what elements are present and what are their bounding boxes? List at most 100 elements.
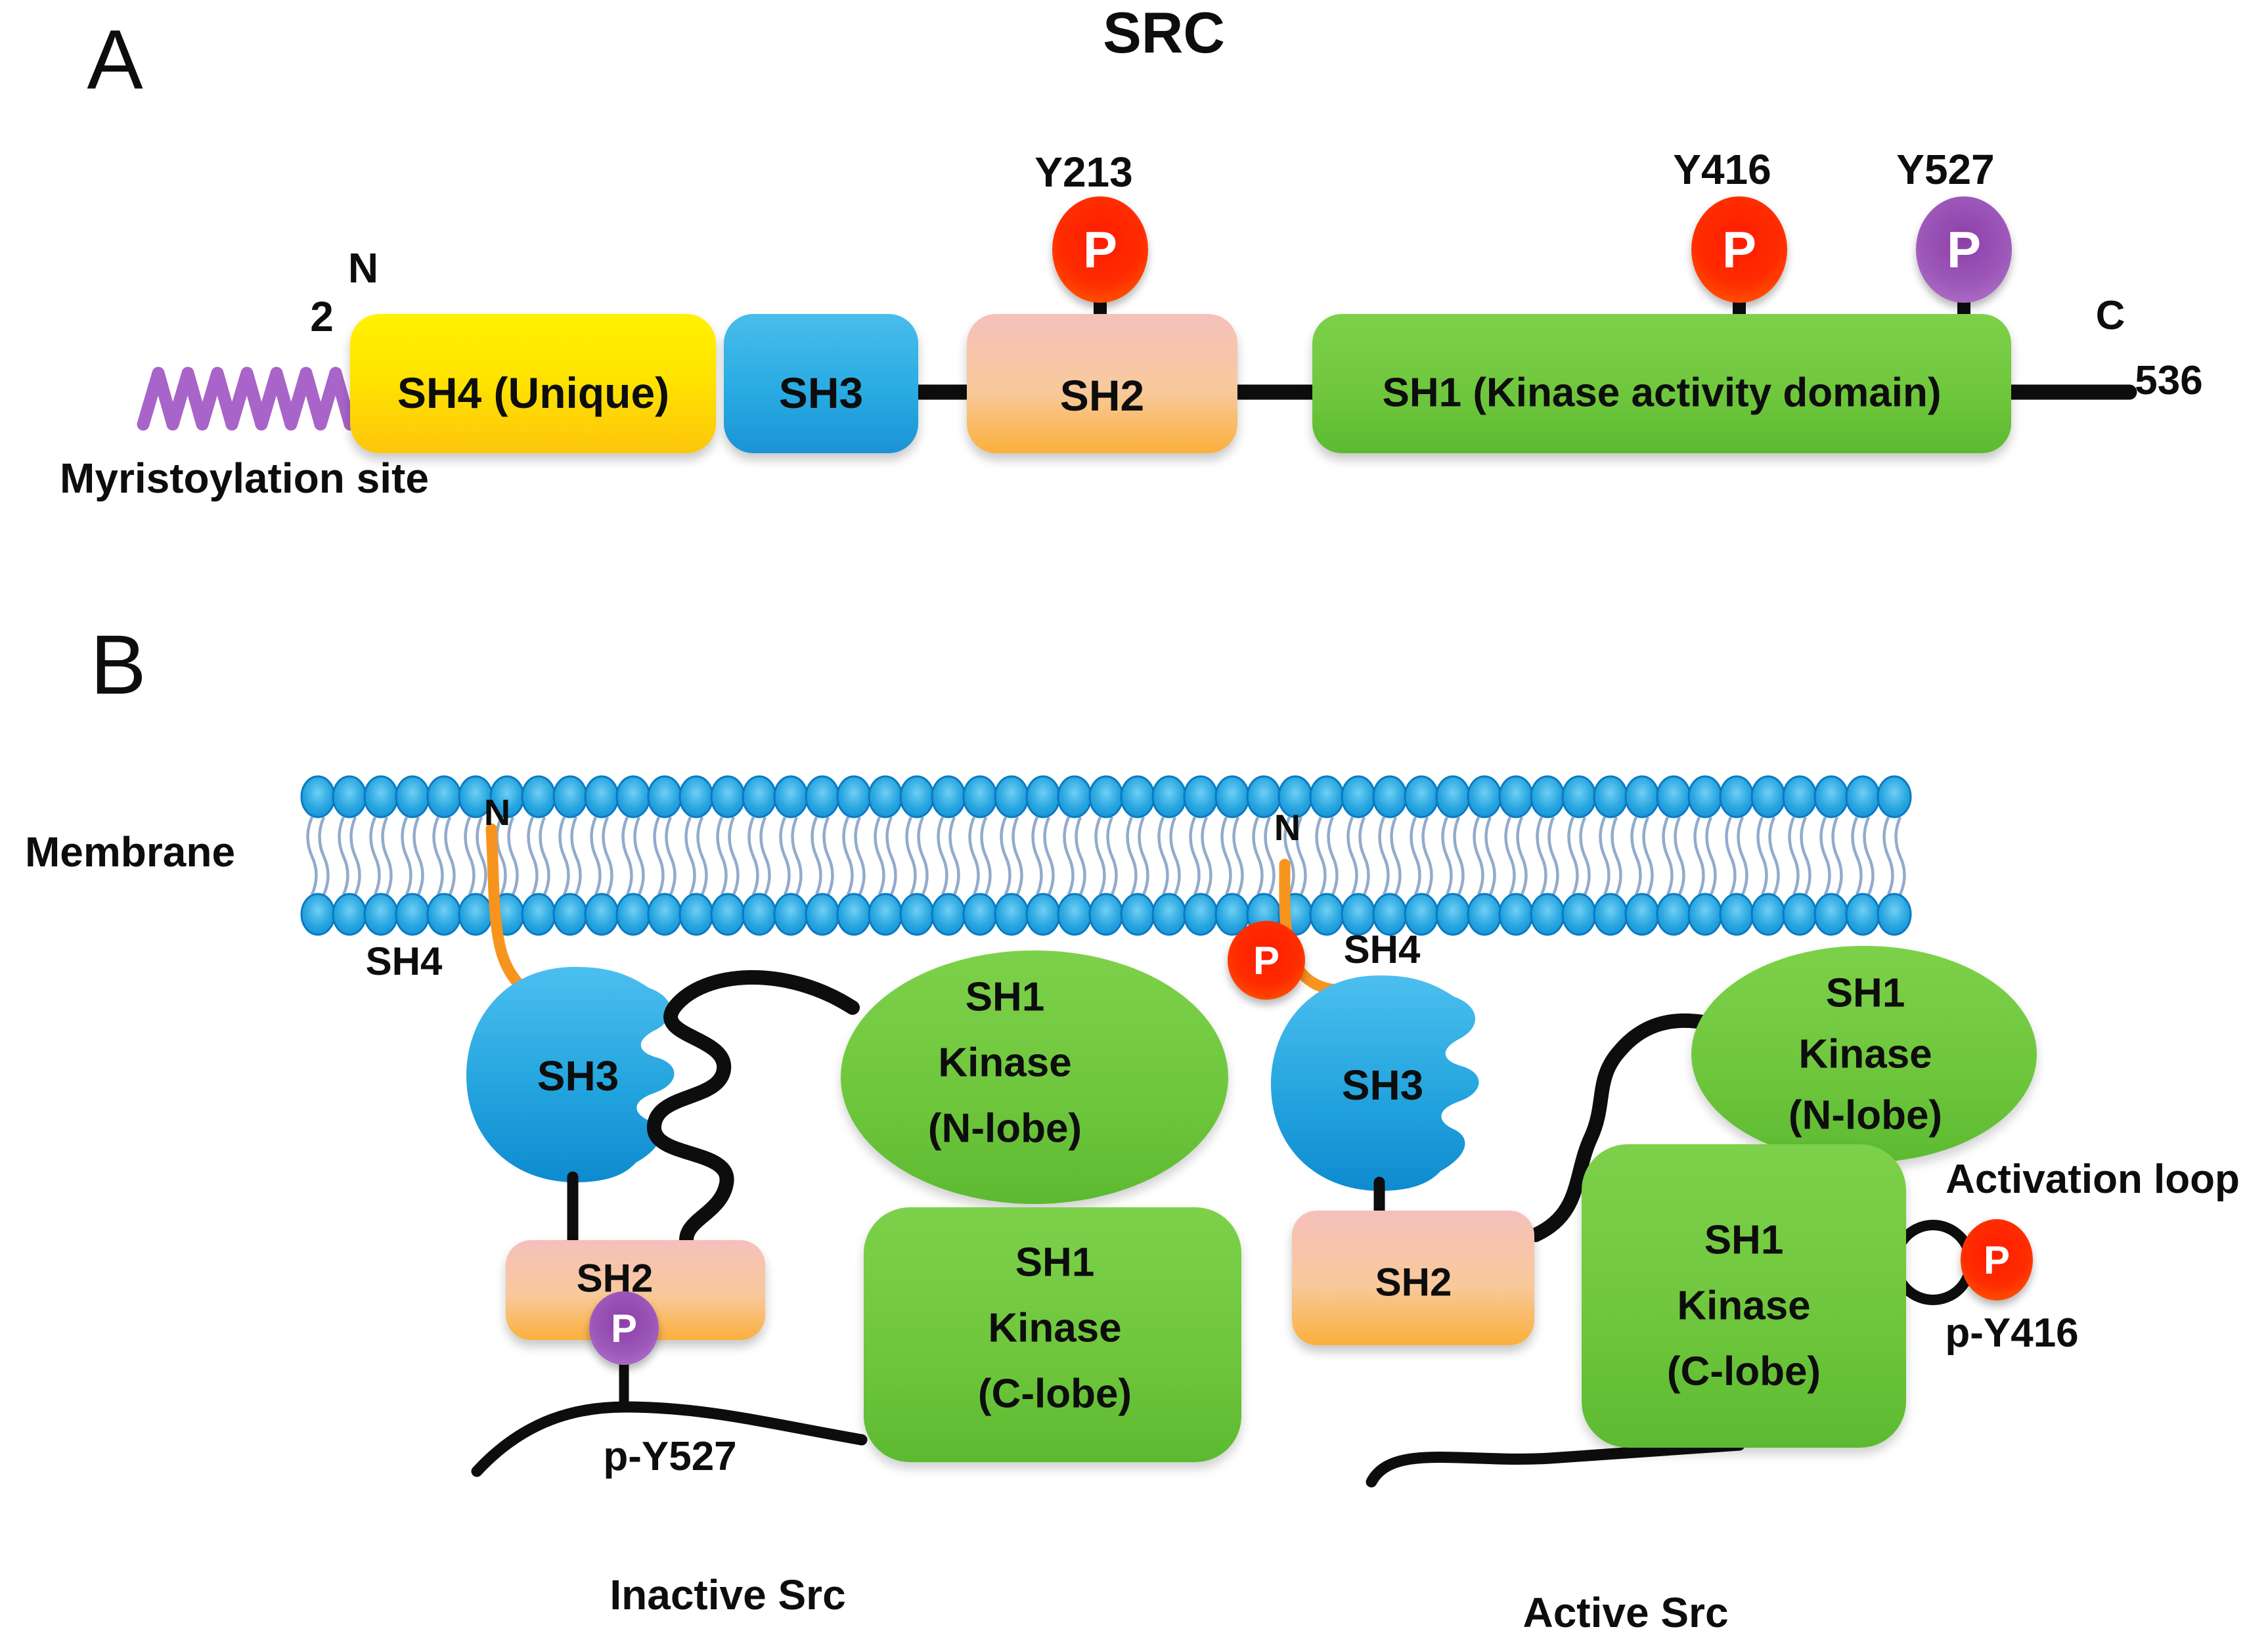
lipid-head [300, 775, 336, 818]
phospho-badge-py416: P [1961, 1219, 2033, 1301]
sh3-blob-inactive [466, 967, 675, 1182]
myristoylation-label: Myristoylation site [60, 455, 429, 502]
c-tail-active [1366, 1439, 1745, 1488]
lipid-head [1813, 775, 1849, 818]
domain-sh4 [350, 314, 716, 453]
linker-squiggle-active [1528, 1013, 1710, 1242]
inactive-caption: Inactive Src [610, 1571, 846, 1618]
lipid-head [1750, 775, 1786, 818]
lipid-head [1845, 893, 1880, 936]
inactive-c-lobe-line2: Kinase [988, 1305, 1122, 1351]
active-n-lobe-line1: SH1 [1825, 970, 1905, 1016]
lipid-head [899, 775, 935, 818]
lipid-head [332, 893, 367, 936]
lipid-head [773, 775, 809, 818]
lipid-head [899, 893, 935, 936]
lipid-head [710, 775, 745, 818]
inactive-n-lobe [841, 950, 1228, 1204]
lipid-head [1782, 893, 1817, 936]
lipid-head [521, 893, 556, 936]
lipid-head [1088, 775, 1124, 818]
lipid-head [773, 893, 809, 936]
inactive-sh3-label: SH3 [537, 1052, 619, 1100]
lipid-head [552, 893, 588, 936]
lipid-head [647, 775, 682, 818]
lipid-head [1687, 893, 1723, 936]
active-caption: Active Src [1523, 1589, 1729, 1636]
lipid-head [615, 893, 651, 936]
domain-sh1 [1312, 314, 2011, 453]
lipid-head [1467, 775, 1502, 818]
lipid-head [1435, 775, 1471, 818]
c-residue-label: 536 [2135, 358, 2203, 403]
lipid-head [1719, 893, 1754, 936]
membrane-label: Membrane [24, 828, 236, 876]
p-letter: P [610, 1306, 638, 1350]
lipid-head [805, 775, 840, 818]
lipid-head [710, 893, 745, 936]
py527-label: p-Y527 [603, 1434, 737, 1479]
lipid-head [1120, 775, 1155, 818]
inactive-c-lobe-line3: (C-lobe) [977, 1371, 1132, 1417]
activation-loop [1890, 1220, 1976, 1305]
lipid-head [1183, 893, 1218, 936]
p-letter: P [1253, 938, 1280, 983]
lipid-head [1877, 893, 1912, 936]
c-terminus-label: C [2095, 293, 2125, 338]
n-residue-label: 2 [310, 293, 334, 340]
lipid-head [363, 893, 399, 936]
inactive-n-lobe-line1: SH1 [965, 974, 1045, 1020]
lipid-head [1656, 893, 1691, 936]
lipid-head [868, 893, 903, 936]
domain-sh1-label: SH1 (Kinase activity domain) [1382, 370, 1942, 416]
sh3-blob-active [1271, 975, 1479, 1191]
inactive-sh4-label: SH4 [365, 939, 443, 983]
figure-title: SRC [1103, 0, 1225, 65]
lipid-head [1151, 775, 1187, 818]
active-c-lobe-line3: (C-lobe) [1666, 1349, 1821, 1394]
inactive-c-lobe [864, 1207, 1241, 1462]
lipid-head [994, 893, 1029, 936]
inactive-n-terminus: N [483, 792, 511, 833]
active-n-terminus: N [1274, 807, 1301, 848]
lipid-head [962, 775, 998, 818]
lipid-head [395, 775, 430, 818]
lipid-head [1309, 893, 1345, 936]
lipid-head [1214, 775, 1250, 818]
lipid-head [931, 893, 966, 936]
lipid-head [332, 775, 367, 818]
n-terminus-label: N [347, 244, 379, 292]
lipid-head [1404, 775, 1439, 818]
lipid-head [1151, 893, 1187, 936]
lipid-head [1498, 775, 1534, 818]
lipid-head [1341, 775, 1376, 818]
lipid-head [962, 893, 998, 936]
phospho-badge-membrane: P [1228, 921, 1305, 1000]
phospho-badge-y213: P [1052, 196, 1148, 303]
lipid-head [1624, 893, 1660, 936]
lipid-head [742, 893, 777, 936]
lipid-head [1530, 893, 1565, 936]
lipid-head [678, 893, 714, 936]
lipid-head [584, 775, 619, 818]
phospho-badge-py527: P [589, 1291, 659, 1365]
lipid-tails [306, 816, 1906, 895]
p-letter: P [1082, 220, 1118, 279]
lipid-head [1877, 775, 1912, 818]
lipid-head [552, 775, 588, 818]
c-tail-inactive [471, 1401, 868, 1477]
lipid-head [1593, 893, 1628, 936]
domain-sh3 [724, 314, 918, 453]
lipid-head [1782, 775, 1817, 818]
active-sh2-domain [1292, 1211, 1534, 1345]
lipid-head [1435, 893, 1471, 936]
lipid-head [363, 775, 399, 818]
site-y416-label: Y416 [1673, 146, 1771, 193]
p-letter: P [1946, 220, 1982, 279]
panel-b-letter: B [90, 618, 146, 712]
inactive-c-lobe-line1: SH1 [1015, 1239, 1095, 1285]
active-n-lobe [1691, 946, 2037, 1163]
domain-sh3-label: SH3 [778, 368, 864, 417]
